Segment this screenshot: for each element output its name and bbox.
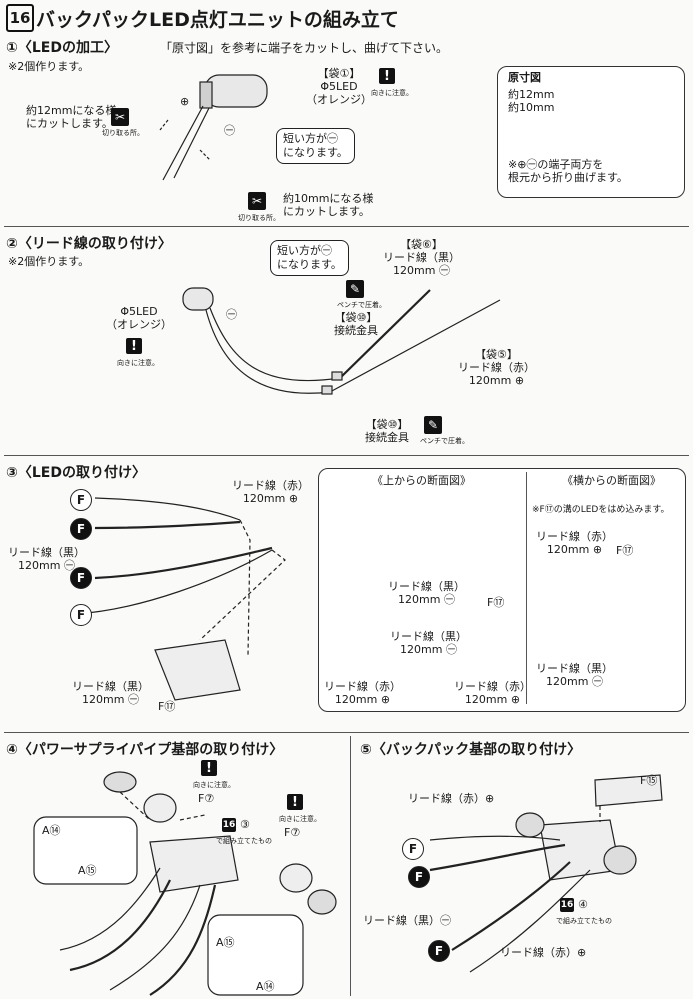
cut-area-note-2: 切り取る所。: [238, 214, 280, 222]
step1-note: ※2個作ります。: [8, 60, 90, 73]
ref-step-note-2: で組み立てたもの: [556, 917, 612, 925]
black-wire-label: 【袋⑥】 リード線（黒） 120mm ㊀: [383, 238, 460, 277]
pliers-icon: ✎: [346, 280, 364, 298]
warning-note: 向きに注意。: [371, 89, 413, 97]
cutter-icon-2: ✂: [248, 192, 266, 210]
reference-title: 原寸図: [508, 71, 541, 84]
warning-note-3: 向きに注意。: [193, 781, 235, 789]
warning-icon: !: [379, 68, 395, 84]
step-number-badge: 16: [6, 4, 34, 32]
short-leg-bubble-2: 短い方が㊀ になります。: [270, 240, 349, 276]
side-view-note: ※F⑰の溝のLEDをはめ込みます。: [532, 505, 670, 515]
warning-icon-3: !: [201, 760, 217, 776]
sprue-f-marker: F: [70, 489, 92, 511]
part-a15-label: A⑮: [78, 864, 97, 877]
cross-section-panel: [318, 468, 686, 712]
sprue-f-marker-dark: F: [70, 518, 92, 540]
step3-black-wire-label-2: リード線（黒） 120mm ㊀: [72, 680, 149, 706]
connector-label: 【袋⑩】 接続金具: [334, 311, 378, 337]
step5-red-wire-label: リード線（赤）⊕: [408, 792, 495, 805]
tv-black-wire-label: リード線（黒） 120mm ㊀: [388, 580, 465, 606]
cut-12mm-note: 約12mmになる様 にカットします。: [26, 104, 117, 130]
wires-step3: [74, 497, 286, 701]
part-f15-label: F⑮: [640, 774, 658, 787]
reference-diagram-box: [497, 66, 685, 198]
step2-note: ※2個作ります。: [8, 255, 90, 268]
step1-heading: ①〈LEDの加工〉: [6, 40, 118, 56]
red-wire-label: 【袋⑤】 リード線（赤） 120mm ⊕: [458, 348, 535, 387]
part-a14-label: A⑭: [42, 824, 61, 837]
section-divider: [4, 226, 689, 227]
warning-note-2: 向きに注意。: [117, 359, 159, 367]
connector-label-2: 【袋⑩】 接続金具: [365, 418, 409, 444]
side-view-title: 《横からの断面図》: [562, 474, 661, 487]
tv-red-wire-label: リード線（赤） 120mm ⊕: [324, 680, 401, 706]
ref-step-note: で組み立てたもの: [216, 837, 272, 845]
step1-description: 「原寸図」を参考に端子をカットし、曲げて下さい。: [160, 41, 449, 55]
ref-step-num-2: ④: [578, 898, 588, 911]
short-leg-bubble: 短い方が㊀ になります。: [276, 128, 355, 164]
led-drawing-step1: [159, 74, 268, 181]
tv-f17-label: F⑰: [487, 596, 505, 609]
tv-red-wire-label-2: リード線（赤） 120mm ⊕: [454, 680, 531, 706]
tv-black-wire-label-2: リード線（黒） 120mm ㊀: [390, 630, 467, 656]
sprue-f-marker-3: F: [402, 838, 424, 860]
led-drawing-step2: [182, 287, 501, 395]
reference-10mm: 約10mm: [508, 101, 555, 114]
reference-12mm: 約12mm: [508, 88, 555, 101]
part-f7-label: F⑦: [198, 792, 215, 805]
cut-10mm-note: 約10mmになる様 にカットします。: [283, 192, 374, 218]
pliers-note: ペンチで圧着。: [337, 301, 386, 309]
minus-symbol-2: ㊀: [226, 308, 237, 321]
ref-step-num: ③: [240, 818, 250, 831]
sprue-f-marker-dark-3: F: [408, 866, 430, 888]
step3-black-wire-label: リード線（黒） 120mm ㊀: [8, 546, 85, 572]
part-a15b-label: A⑮: [216, 936, 235, 949]
cutter-icon: ✂: [111, 108, 129, 126]
section-vdivider: [350, 736, 351, 996]
step5-drawing: [429, 774, 663, 973]
step3-red-wire-label: リード線（赤） 120mm ⊕: [232, 479, 309, 505]
step3-heading: ③〈LEDの取り付け〉: [6, 465, 146, 481]
reference-note: ※⊕㊀の端子両方を 根元から折り曲げます。: [508, 158, 628, 184]
sprue-f-marker-2: F: [70, 604, 92, 626]
part-a14b-label: A⑭: [256, 980, 275, 993]
page-title: バックパックLED点灯ユニットの組み立て: [36, 9, 399, 31]
step4-drawing: [33, 771, 337, 996]
warning-note-4: 向きに注意。: [279, 815, 321, 823]
sv-black-wire-label: リード線（黒） 120mm ㊀: [536, 662, 613, 688]
section-divider-3: [4, 732, 689, 733]
step4-heading: ④〈パワーサプライパイプ基部の取り付け〉: [6, 742, 284, 758]
sprue-f-marker-dark-2: F: [70, 567, 92, 589]
pliers-note-2: ペンチで圧着。: [420, 437, 469, 445]
sv-f17-label: F⑰: [616, 544, 634, 557]
part-f7b-label: F⑦: [284, 826, 301, 839]
pliers-icon-2: ✎: [424, 416, 442, 434]
ref-step-badge-2: 16: [560, 898, 574, 912]
cut-area-note: 切り取る所。: [102, 129, 144, 137]
step2-heading: ②〈リード線の取り付け〉: [6, 236, 172, 252]
warning-icon-4: !: [287, 794, 303, 810]
section-divider-2: [4, 455, 689, 456]
minus-symbol: ㊀: [224, 124, 235, 137]
top-view-title: 《上からの断面図》: [372, 474, 471, 487]
step5-black-wire-label: リード線（黒）㊀: [363, 914, 451, 927]
step5-heading: ⑤〈バックパック基部の取り付け〉: [360, 742, 582, 758]
step1-bag-label: 【袋①】 Φ5LED （オレンジ）: [306, 67, 372, 106]
ref-step-badge: 16: [222, 818, 236, 832]
warning-icon-2: !: [126, 338, 142, 354]
part-f17-label: F⑰: [158, 700, 176, 713]
panel-divider: [526, 472, 527, 704]
sprue-f-marker-dark-4: F: [428, 940, 450, 962]
plus-symbol: ⊕: [180, 95, 190, 108]
step5-red-wire-label-2: リード線（赤）⊕: [500, 946, 587, 959]
step2-led-label: Φ5LED （オレンジ）: [106, 305, 172, 331]
sv-red-wire-label: リード線（赤） 120mm ⊕: [536, 530, 613, 556]
